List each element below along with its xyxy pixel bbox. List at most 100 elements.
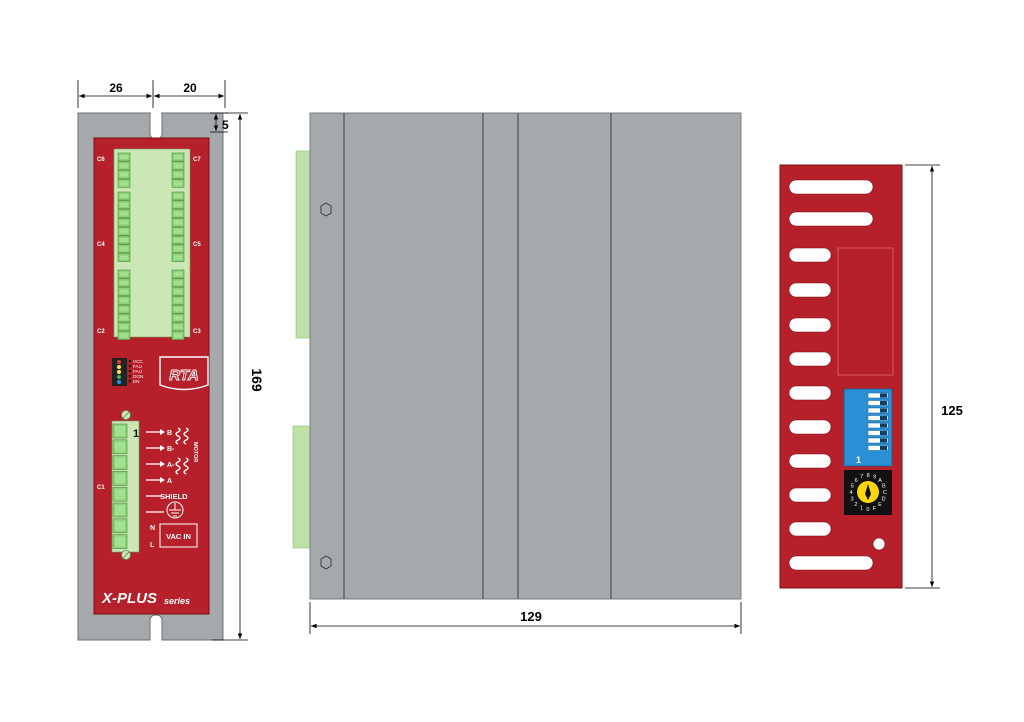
led-label-fau-2: FAU (133, 369, 142, 374)
terminal-pin-face (115, 441, 125, 452)
terminal-pin-face (174, 272, 182, 276)
terminal-pin-face (174, 307, 182, 312)
rotary-digit: 7 (860, 474, 863, 480)
brand-series: series (164, 596, 190, 606)
led-en (117, 380, 121, 384)
rotary-digit: D (882, 497, 886, 503)
hex-screw-bottom (320, 555, 332, 570)
terminal-pin-face (115, 473, 125, 484)
motor-output-labels: B B- A- A (146, 429, 175, 485)
dimension-5: 5 (222, 118, 229, 132)
brand-name: X-PLUS (101, 590, 157, 607)
terminal-pin-face (115, 426, 125, 436)
motor-label-a: A (167, 478, 172, 485)
terminal-pin-face (115, 536, 125, 547)
terminal-pin-face (120, 163, 128, 168)
shield-label: SHIELD (160, 492, 188, 501)
dip-lever (867, 437, 889, 444)
terminal-pin-face (174, 289, 182, 294)
led-dgn (117, 375, 121, 379)
power-terminal-column (112, 423, 128, 549)
dimension-26: 26 (109, 81, 123, 95)
dip-lever (867, 392, 889, 399)
terminal-pin-face (174, 324, 182, 329)
dip-lever (867, 422, 889, 429)
connector-label-c2: C2 (97, 329, 105, 335)
rotary-digit: C (883, 490, 887, 496)
dip-lever (867, 430, 889, 436)
led-fau-2 (117, 370, 121, 374)
terminal-pin-face (115, 520, 125, 531)
dip-switch-marker: 1 (856, 455, 861, 465)
vent-slot (788, 282, 832, 298)
terminal-pin-face (120, 202, 128, 207)
vent-slot (788, 453, 832, 469)
motor-label-b-minus: B- (167, 446, 175, 453)
vac-in-label: VAC IN (166, 532, 191, 541)
hex-screw-top (320, 202, 332, 217)
connector-label-c1: C1 (97, 485, 105, 491)
terminal-pin-face (120, 194, 128, 198)
rotary-digit: 4 (849, 490, 852, 496)
terminal-pin-face (120, 289, 128, 294)
terminal-pin-face (174, 316, 182, 320)
dip-lever-thumb (880, 438, 887, 443)
terminal-column-left (117, 152, 131, 340)
terminal-pin-face (174, 172, 182, 177)
terminal-pin-face (120, 298, 128, 303)
side-view: 129 (292, 112, 742, 634)
rotary-digit: 5 (851, 483, 854, 489)
led-label-vcc: VCC (133, 359, 143, 364)
terminal-pin-face (120, 272, 128, 276)
label-recess (837, 247, 894, 376)
terminal-pin-face (120, 324, 128, 329)
connector-label-c5: C5 (193, 242, 201, 248)
dip-lever (867, 400, 889, 406)
rotary-digit: 8 (867, 473, 870, 479)
ventilation-slots (788, 179, 874, 571)
terminal-pin-face (174, 181, 182, 186)
terminal-pin-face (174, 255, 182, 260)
pin-one-marker: 1 (133, 428, 139, 440)
terminal-pin-face (120, 333, 128, 338)
rotary-digit: 1 (860, 506, 863, 512)
rotary-digit: A (878, 478, 882, 484)
rotary-pointer-icon (865, 484, 871, 500)
terminal-pin-face (174, 211, 182, 216)
ground-icon (166, 501, 184, 519)
rta-logo: RTA (159, 356, 209, 391)
terminal-pin-face (120, 229, 128, 234)
terminal-pin-face (120, 255, 128, 260)
vent-slot (788, 487, 832, 503)
motor-label-a-minus: A- (167, 462, 175, 469)
vent-slot (788, 179, 874, 195)
rotary-digit: 9 (873, 474, 876, 480)
dimension-125: 125 (941, 403, 963, 418)
led-label-en: EN (133, 379, 139, 384)
connector-label-c3: C3 (193, 329, 201, 335)
dip-lever-thumb (880, 423, 887, 428)
vent-slot (788, 419, 832, 435)
side-heatsink-body (309, 112, 742, 600)
connector-label-c7: C7 (193, 157, 201, 163)
terminal-pin-face (174, 155, 182, 159)
vent-slot (788, 211, 874, 227)
terminal-pin-face (174, 194, 182, 198)
led-vcc (117, 360, 121, 364)
terminal-pin-face (120, 280, 128, 285)
dip-lever-thumb (880, 446, 887, 450)
rotary-digit: E (878, 502, 882, 508)
dip-lever-thumb (880, 431, 887, 435)
dip-lever (867, 407, 889, 414)
led-label-dgn: DGN (133, 374, 143, 379)
rotary-digit: 2 (854, 502, 857, 508)
led-labels: VCC FAU FAU DGN EN (128, 359, 143, 384)
motor-coil-icon (175, 427, 189, 475)
motor-label: MOTOR (192, 442, 198, 462)
dip-lever (867, 415, 889, 421)
vent-slot (788, 555, 874, 571)
vent-slot (788, 521, 832, 537)
dip-lever-thumb (880, 393, 887, 398)
terminal-pin-face (174, 238, 182, 242)
